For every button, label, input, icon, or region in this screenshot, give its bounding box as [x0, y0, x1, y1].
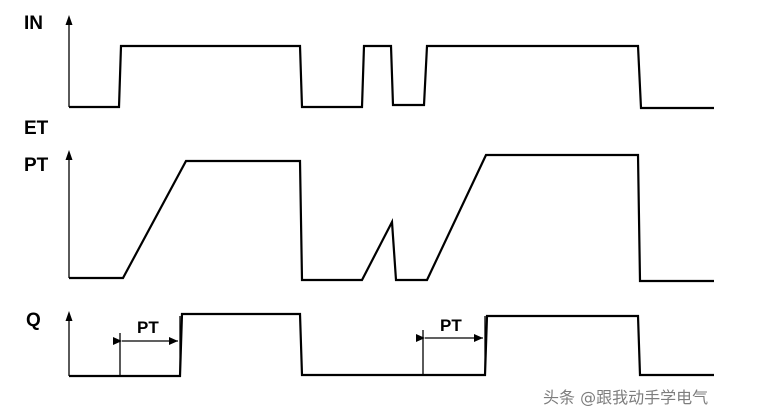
in-axis-label: IN: [24, 13, 43, 34]
in-signal-waveform: [69, 44, 714, 110]
in-axis: [65, 15, 73, 107]
et-axis-label: ET: [24, 118, 49, 139]
pt-interval-label-1: PT: [137, 318, 159, 337]
pt-interval-label-2: PT: [440, 316, 462, 335]
q-axis-label: Q: [26, 310, 41, 331]
pt-interval-marker-1: PT: [113, 316, 181, 377]
q-signal-waveform: [69, 312, 714, 378]
et-axis: [65, 150, 73, 278]
et-signal-waveform: [69, 153, 714, 283]
watermark-text: 头条 @跟我动手学电气: [543, 388, 708, 407]
pt-interval-marker-2: PT: [416, 316, 486, 376]
pt-axis-label: PT: [24, 155, 49, 176]
q-axis: [65, 311, 73, 376]
